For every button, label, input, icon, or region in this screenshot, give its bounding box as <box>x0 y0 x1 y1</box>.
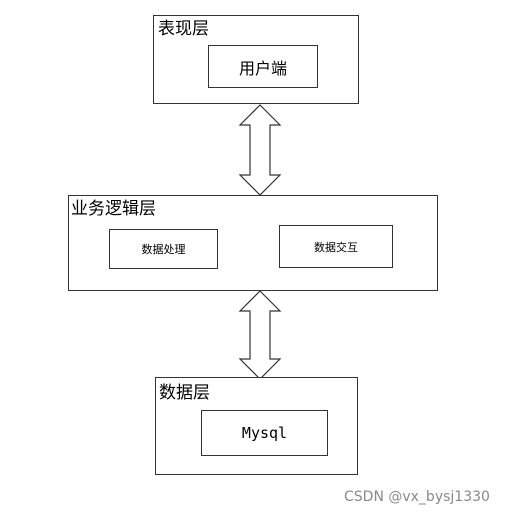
data-layer-title: 数据层 <box>159 383 210 403</box>
business-logic-layer-box: 业务逻辑层 数据处理 数据交互 <box>68 195 438 291</box>
mysql-box: Mysql <box>201 410 328 456</box>
double-arrow-icon <box>238 290 282 380</box>
data-processing-box: 数据处理 <box>109 229 218 269</box>
data-interaction-box: 数据交互 <box>279 225 393 268</box>
business-logic-layer-title: 业务逻辑层 <box>71 199 156 219</box>
presentation-layer-box: 表现层 用户端 <box>153 15 359 104</box>
csdn-watermark: CSDN @vx_bysj1330 <box>344 489 490 505</box>
data-layer-box: 数据层 Mysql <box>155 377 358 475</box>
double-arrow-icon <box>238 104 282 196</box>
client-box: 用户端 <box>208 45 318 88</box>
presentation-layer-title: 表现层 <box>158 19 209 39</box>
